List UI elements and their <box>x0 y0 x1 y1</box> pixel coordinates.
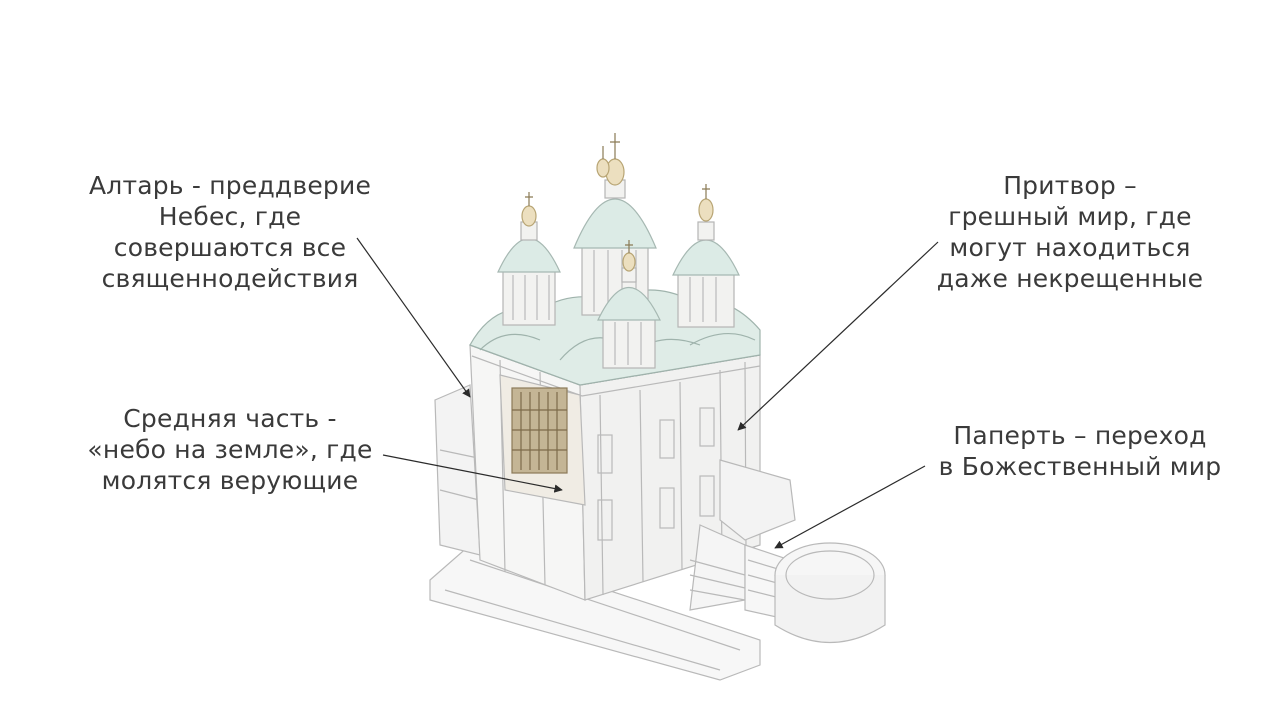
narthex-pointer <box>738 242 938 430</box>
nave-label-line: молятся верующие <box>60 465 400 496</box>
altar-label-line: священнодействия <box>60 263 400 294</box>
porch-label-line: Паперть – переход <box>905 420 1255 451</box>
altar-label-line: Алтарь - преддверие <box>60 170 400 201</box>
nave-label-line: Средняя часть - <box>60 403 400 434</box>
nave-pointer <box>383 455 562 490</box>
nave-label: Средняя часть - «небо на земле», где мол… <box>60 403 400 496</box>
narthex-label-line: могут находиться <box>910 232 1230 263</box>
porch-label-line: в Божественный мир <box>905 451 1255 482</box>
altar-label-line: Небес, где <box>60 201 400 232</box>
narthex-label-line: Притвор – <box>910 170 1230 201</box>
narthex-label-line: грешный мир, где <box>910 201 1230 232</box>
altar-label-line: совершаются все <box>60 232 400 263</box>
nave-label-line: «небо на земле», где <box>60 434 400 465</box>
altar-label: Алтарь - преддверие Небес, где совершают… <box>60 170 400 294</box>
porch-pointer <box>775 466 925 548</box>
porch-label: Паперть – переход в Божественный мир <box>905 420 1255 482</box>
narthex-label-line: даже некрещенные <box>910 263 1230 294</box>
narthex-label: Притвор – грешный мир, где могут находит… <box>910 170 1230 294</box>
